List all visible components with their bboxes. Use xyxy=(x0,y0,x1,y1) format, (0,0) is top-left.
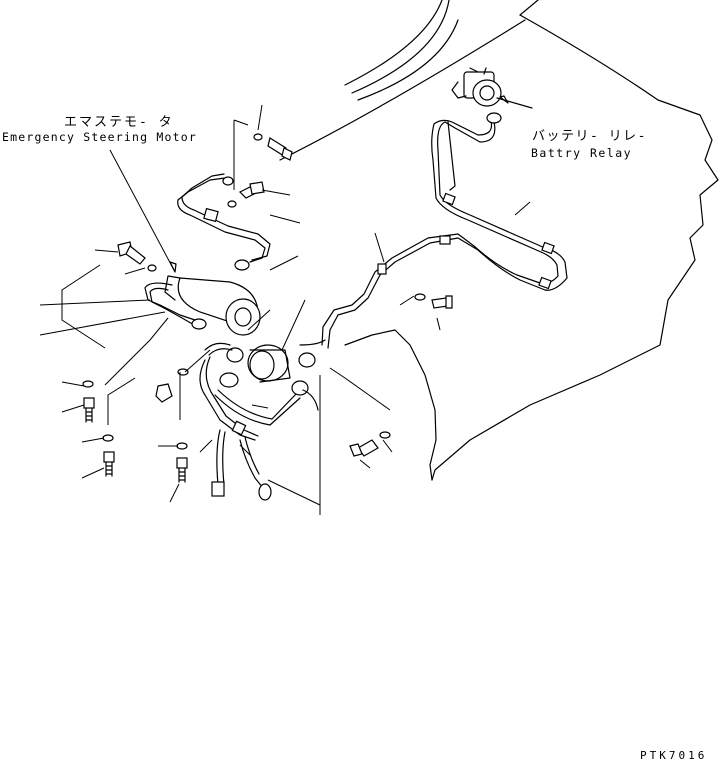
battery-relay xyxy=(451,67,533,109)
relay-label-jp: バッテリ- リレ- xyxy=(532,129,647,144)
machine-body-outline xyxy=(279,0,719,481)
relay-label-en: Battry Relay xyxy=(531,146,633,160)
leader-lines xyxy=(39,104,531,515)
controller-unit xyxy=(219,344,316,396)
motor-bracket-harness xyxy=(144,173,271,330)
drawing-code: PTK7016 xyxy=(640,749,708,762)
hood-curves xyxy=(344,0,459,101)
motor-label-jp: エマステモ- タ xyxy=(64,115,174,130)
fasteners xyxy=(82,133,453,483)
emergency-steering-motor xyxy=(164,275,261,336)
relay-harness xyxy=(321,112,568,349)
motor-label-en: Emergency Steering Motor xyxy=(2,130,197,144)
main-wiring-bundle xyxy=(199,339,326,501)
